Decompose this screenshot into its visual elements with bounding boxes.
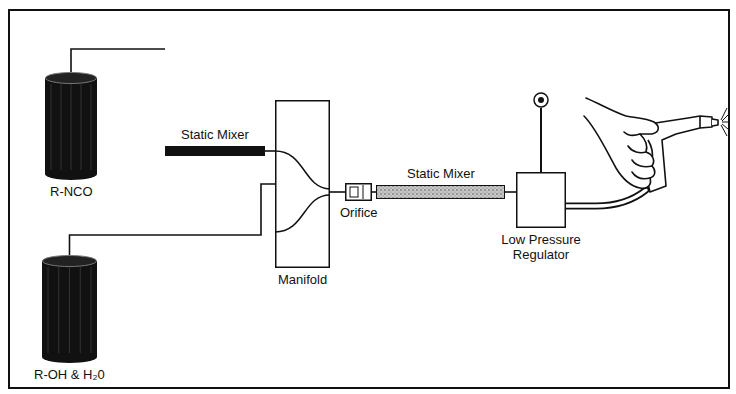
part-label: Static Mixer bbox=[181, 127, 249, 142]
box-outline bbox=[516, 172, 566, 228]
drum-outline bbox=[42, 255, 97, 363]
pipe-line bbox=[70, 184, 276, 255]
static-mixer: Static Mixer bbox=[376, 185, 505, 199]
part-label: Manifold bbox=[278, 272, 327, 287]
part-label: Orifice bbox=[340, 205, 378, 220]
spray-hose bbox=[566, 190, 646, 206]
orifice-fitting: Orifice bbox=[345, 183, 372, 201]
drum-outline bbox=[45, 72, 97, 180]
bar-outline bbox=[165, 146, 265, 156]
part-label: Static Mixer bbox=[407, 166, 475, 181]
supply-drum: R-OH & H₂0 bbox=[42, 255, 97, 363]
part-label: R-OH & H₂0 bbox=[34, 367, 105, 382]
frame-border bbox=[9, 10, 729, 388]
supply-drum: R-NCO bbox=[45, 72, 97, 180]
stipple-outline bbox=[376, 185, 505, 199]
hand bbox=[584, 98, 658, 188]
pressure-regulator: Low Pressure Regulator bbox=[516, 172, 566, 228]
manifold-box: Manifold bbox=[275, 100, 330, 268]
regulator-knob bbox=[534, 93, 548, 172]
orifice-outline bbox=[345, 183, 372, 201]
part-label: Low Pressure Regulator bbox=[491, 232, 591, 262]
part-label: R-NCO bbox=[50, 184, 93, 199]
pipe-line bbox=[265, 150, 275, 152]
pipe-line bbox=[505, 191, 516, 193]
pipe-line bbox=[372, 191, 376, 193]
pipe-line bbox=[71, 49, 165, 72]
spray-lines bbox=[721, 108, 728, 136]
manifold-outline bbox=[275, 100, 330, 268]
static-mixer: Static Mixer bbox=[165, 146, 265, 156]
pipe-line bbox=[330, 191, 345, 193]
